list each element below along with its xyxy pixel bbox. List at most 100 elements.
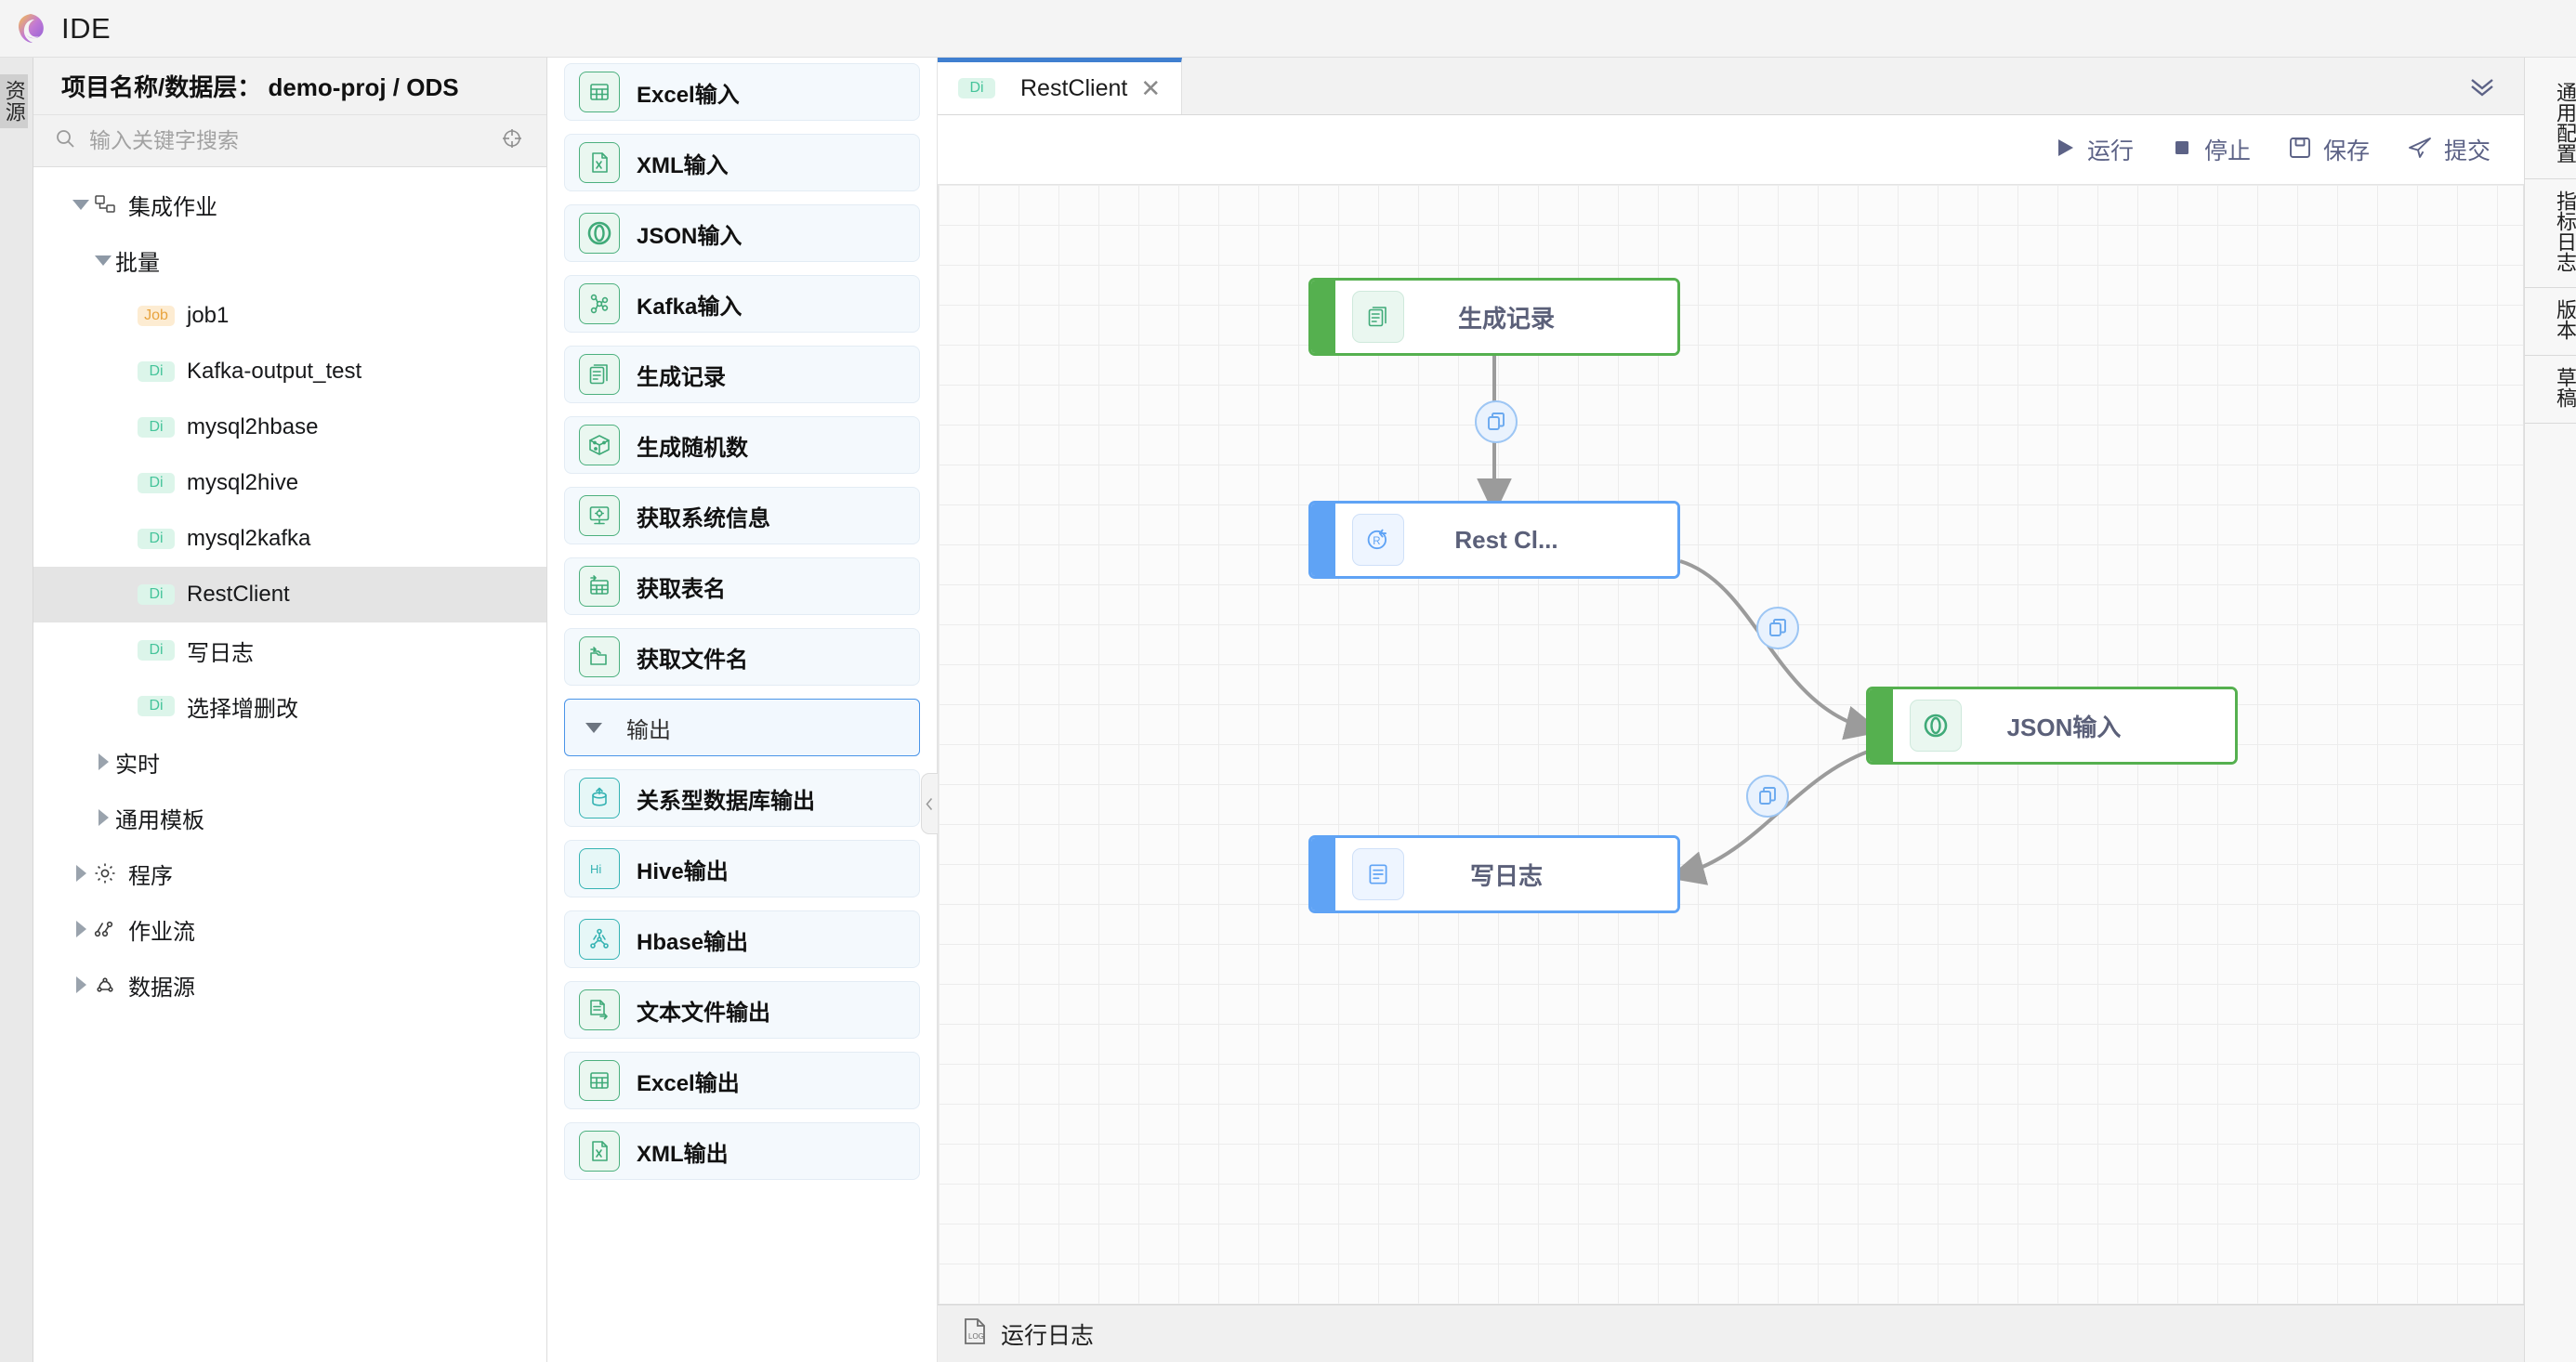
tree-item-批量[interactable]: 批量	[33, 232, 546, 288]
crosshair-icon[interactable]	[500, 126, 524, 155]
tree-item-mysql2hive[interactable]: Di mysql2hive	[33, 455, 546, 511]
stop-icon	[2171, 137, 2193, 164]
palette-item-文本文件输出[interactable]: 文本文件输出	[564, 981, 920, 1039]
svg-text:LOG: LOG	[968, 1332, 984, 1341]
tree-item-type-badge: Di	[138, 640, 175, 661]
palette-item-label: Hive输出	[637, 858, 729, 884]
chevron-down-icon[interactable]	[69, 199, 93, 210]
svg-text:Hi: Hi	[590, 862, 601, 876]
run-label: 运行	[2086, 138, 2134, 164]
tree-item-label: 作业流	[128, 919, 195, 945]
palette-item-生成随机数[interactable]: 生成随机数	[564, 416, 920, 474]
run-button[interactable]: 运行	[2054, 133, 2134, 166]
workflow-icon	[93, 917, 117, 941]
palette-item-label: 文本文件输出	[637, 1000, 770, 1026]
right-rail-item-指标日志[interactable]: 指标日志	[2525, 179, 2576, 288]
palette-item-Hive输出[interactable]: Hi Hive输出	[564, 840, 920, 897]
chevron-right-icon[interactable]	[91, 809, 115, 826]
palette-item-获取系统信息[interactable]: 获取系统信息	[564, 487, 920, 544]
flow-node-生成记录[interactable]: 生成记录	[1308, 278, 1680, 356]
palette-item-label: 生成随机数	[637, 435, 748, 461]
tree-item-mysql2kafka[interactable]: Di mysql2kafka	[33, 511, 546, 567]
save-button[interactable]: 保存	[2288, 133, 2370, 166]
tree-item-数据源[interactable]: 数据源	[33, 957, 546, 1013]
palette-item-生成记录[interactable]: 生成记录	[564, 346, 920, 403]
tree-item-实时[interactable]: 实时	[33, 734, 546, 790]
rest-client-icon: R	[1352, 514, 1404, 566]
stop-label: 停止	[2203, 138, 2251, 164]
chevron-down-icon[interactable]	[91, 255, 115, 266]
palette-item-label: Hbase输出	[637, 929, 749, 955]
stop-button[interactable]: 停止	[2171, 133, 2251, 166]
xml-file-icon	[579, 142, 620, 183]
tree-item-label: 集成作业	[128, 194, 217, 220]
palette-item-Kafka输入[interactable]: Kafka输入	[564, 275, 920, 333]
palette-item-获取文件名[interactable]: 获取文件名	[564, 628, 920, 686]
submit-button[interactable]: 提交	[2407, 133, 2491, 166]
palette-item-获取表名[interactable]: 获取表名	[564, 557, 920, 615]
tree-item-type-badge: Di	[138, 417, 175, 438]
palette-collapse-handle[interactable]	[921, 773, 938, 834]
system-info-icon	[579, 495, 620, 536]
palette-list: Excel输入 XML输入 JSON输入 Kafka输入生成记录生成随机数获取系统信息…	[547, 63, 937, 1362]
palette-item-Hbase输出[interactable]: Hbase输出	[564, 910, 920, 968]
tree-item-集成作业[interactable]: 集成作业	[33, 177, 546, 232]
tree-item-作业流[interactable]: 作业流	[33, 901, 546, 957]
right-rail-item-版本[interactable]: 版本	[2525, 288, 2576, 356]
palette-item-XML输出[interactable]: XML输出	[564, 1122, 920, 1180]
edge-copy-icon[interactable]	[1475, 400, 1518, 443]
records-icon	[1352, 291, 1404, 343]
chevron-right-icon[interactable]	[69, 921, 93, 937]
tree-item-label: mysql2kafka	[187, 526, 311, 551]
palette-item-JSON输入[interactable]: JSON输入	[564, 204, 920, 262]
palette-item-Excel输入[interactable]: Excel输入	[564, 63, 920, 121]
palette-item-label: XML输入	[637, 152, 729, 178]
palette-item-XML输入[interactable]: XML输入	[564, 134, 920, 191]
tree-item-label: mysql2hive	[187, 470, 299, 495]
rail-tab-resources[interactable]: 资源	[0, 74, 28, 128]
palette-item-关系型数据库输出[interactable]: 关系型数据库输出	[564, 769, 920, 827]
node-color-stripe	[1311, 838, 1335, 910]
search-input[interactable]	[89, 128, 487, 153]
send-icon	[2407, 136, 2433, 164]
file-name-icon	[579, 636, 620, 677]
search-icon	[54, 127, 76, 154]
chevron-right-icon[interactable]	[69, 976, 93, 993]
flow-node-Rest Cl...[interactable]: RRest Cl...	[1308, 501, 1680, 579]
palette-item-label: Kafka输入	[637, 294, 743, 320]
kafka-icon	[579, 283, 620, 324]
chevron-right-icon[interactable]	[69, 865, 93, 882]
tree-item-type-badge: Di	[138, 529, 175, 549]
edge-copy-icon[interactable]	[1746, 775, 1789, 818]
tree-item-label: job1	[187, 303, 230, 328]
palette-group-输出[interactable]: 输出	[564, 699, 920, 756]
tree-item-通用模板[interactable]: 通用模板	[33, 790, 546, 845]
double-chevron-down-icon[interactable]	[2440, 58, 2524, 114]
close-icon[interactable]: ✕	[1140, 74, 1162, 102]
tree-item-type-badge: Di	[138, 473, 175, 493]
palette-item-Excel输出[interactable]: Excel输出	[564, 1052, 920, 1109]
chevron-down-icon	[585, 722, 602, 733]
right-rail-item-通用配置[interactable]: 通用配置	[2525, 71, 2576, 179]
right-rail-item-草稿[interactable]: 草稿	[2525, 356, 2576, 424]
run-log-label: 运行日志	[1001, 1322, 1095, 1349]
save-label: 保存	[2322, 138, 2370, 164]
chevron-right-icon[interactable]	[91, 753, 115, 770]
flow-node-JSON输入[interactable]: JSON输入	[1866, 687, 2238, 765]
palette-item-label: Excel输入	[637, 82, 740, 108]
tab-restclient[interactable]: Di RestClient ✕	[938, 58, 1183, 114]
tree-item-程序[interactable]: 程序	[33, 845, 546, 901]
flow-node-写日志[interactable]: 写日志	[1308, 835, 1680, 913]
palette-item-label: Excel输出	[637, 1070, 740, 1096]
right-rail: 通用配置指标日志版本草稿	[2524, 58, 2576, 1362]
edge-copy-icon[interactable]	[1756, 607, 1799, 649]
node-body: 生成记录	[1335, 281, 1677, 353]
